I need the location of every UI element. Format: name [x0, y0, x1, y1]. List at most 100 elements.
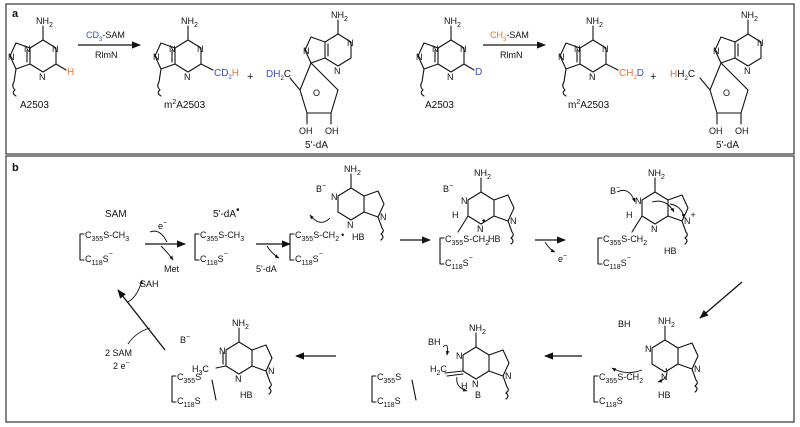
bh-label: BH [428, 337, 441, 347]
n-label: N [635, 196, 642, 206]
cluster-disulfide-2: C355S C118S [171, 372, 217, 409]
da-radical-label: 5'-dA• [213, 205, 240, 220]
n-plus-label: N+ [684, 210, 696, 226]
nh2-label: NH2 [474, 168, 491, 181]
base-arrow [456, 376, 468, 392]
n-label: N [472, 379, 479, 389]
hb-label: HB [664, 246, 677, 256]
n-label: N [219, 346, 226, 356]
b-minus-label: B− [180, 334, 190, 345]
nh2-label: NH2 [331, 10, 348, 23]
ring-electron-arrow-2 [669, 203, 686, 219]
electron-curve [149, 230, 168, 243]
c355-label: C355S [177, 372, 201, 385]
n-label: N [447, 72, 454, 82]
n-label: N [153, 52, 160, 62]
h-label: H [461, 381, 468, 391]
c355-label: C355S-CH2• [295, 230, 344, 243]
n-label: N [347, 38, 354, 48]
n-label: N [651, 224, 658, 234]
dh2c-group: DH2C [266, 69, 291, 82]
n-label: N [694, 364, 701, 374]
nh2-label: NH2 [232, 318, 249, 331]
cluster-disulfide-1: C355S C118S [371, 372, 417, 409]
c355-label: C355S-CH2 [445, 234, 489, 247]
nh2-label: NH2 [658, 316, 675, 329]
cluster-approach: C355S-CH2• C118S− [289, 230, 344, 267]
b-minus-label: B− [316, 183, 326, 194]
panel-b-frame [5, 155, 795, 423]
n-label: N [505, 371, 512, 381]
n-label: N [432, 44, 439, 54]
sam-input-curve [127, 327, 151, 345]
bh-label: BH [618, 319, 631, 329]
5-da-structure-1: NH2 N N N [303, 10, 354, 76]
n-label: N [347, 220, 354, 230]
panel-a-frame [5, 3, 795, 155]
c355-label: C355S [377, 372, 401, 385]
sam-label: SAM [105, 209, 127, 220]
d-atom-blue: D [475, 67, 482, 78]
oh-label: OH [325, 126, 339, 136]
n-label: N [602, 44, 609, 54]
n-label: N [589, 72, 596, 82]
n-label: N [334, 66, 341, 76]
c118-label: C118S− [85, 251, 113, 267]
met-label: Met [164, 264, 180, 274]
nh2-label: NH2 [469, 323, 486, 336]
ch2d-group: CH2D [619, 68, 644, 81]
n-label: N [169, 44, 176, 54]
cluster-sam: C355S-CH3 C118S− [79, 230, 129, 267]
oh-label: OH [709, 126, 723, 136]
adenine-approach: NH2 N N N [309, 164, 387, 241]
c118-label: C118S [177, 396, 201, 409]
regeneration-arrow [117, 289, 166, 351]
c118-label: C118S− [295, 251, 323, 267]
oh-label: OH [299, 126, 313, 136]
ring-oxygen: O [313, 88, 320, 98]
c355-label: C355S-CH2 [599, 372, 643, 385]
c118-label: C118S [599, 396, 623, 409]
plus-sign-2: + [650, 71, 656, 83]
n-label: N [661, 372, 668, 382]
reagent-label-1: CD3-SAM [86, 30, 125, 43]
n-label: N [510, 216, 517, 226]
panel-a-label: a [12, 8, 19, 20]
c118-label: C118S− [445, 255, 473, 271]
nh2-label: NH2 [586, 16, 603, 29]
met-release-arrow [160, 245, 174, 261]
electron-loss-label: e− [558, 253, 567, 264]
n-label: N [558, 52, 565, 62]
n-label: N [757, 38, 764, 48]
c118-label: C118S− [200, 251, 228, 267]
radical-attack-arrow [309, 214, 331, 223]
m2a2503-structure-1: NH2 N N N N CD2H [153, 16, 239, 97]
nh2-label: NH2 [344, 164, 361, 177]
ring-oxygen: O [723, 88, 730, 98]
n-label: N [197, 44, 204, 54]
cluster-thioether: C355S-CH2 C118S [593, 372, 643, 409]
nh2-label: NH2 [648, 168, 665, 181]
n-label: N [8, 52, 15, 62]
adenine-adduct: NH2 N N N H • [452, 168, 517, 245]
ch2-label: H2C [430, 364, 447, 377]
cluster-radical: C355S-CH3 C118S− [194, 230, 244, 267]
n-label: N [268, 366, 275, 376]
substrate-label-2: A2503 [425, 100, 454, 111]
byproduct-label-2: 5'-dA [716, 140, 739, 151]
n-label: N [416, 52, 423, 62]
product-label-2: m2A2503 [568, 99, 610, 111]
5-da-structure-2: NH2 N N N [713, 10, 764, 76]
electron-loss-arrow [544, 241, 556, 253]
n-label: N [456, 351, 463, 361]
two-sam-label: 2 SAM [105, 348, 132, 358]
ribose-ring-1: O DH2C OH OH [266, 62, 339, 136]
proton-transfer-arrow [442, 344, 450, 356]
h-label: H [452, 210, 459, 220]
nh2-label: NH2 [181, 16, 198, 29]
b-label: B [475, 390, 481, 400]
adenine-final: NH2 N N N [215, 318, 275, 395]
cd2h-group: CD2H [214, 68, 239, 81]
radical-dot: • [482, 216, 486, 227]
ribose-ring-2: O HH2C OH OH [670, 62, 749, 136]
